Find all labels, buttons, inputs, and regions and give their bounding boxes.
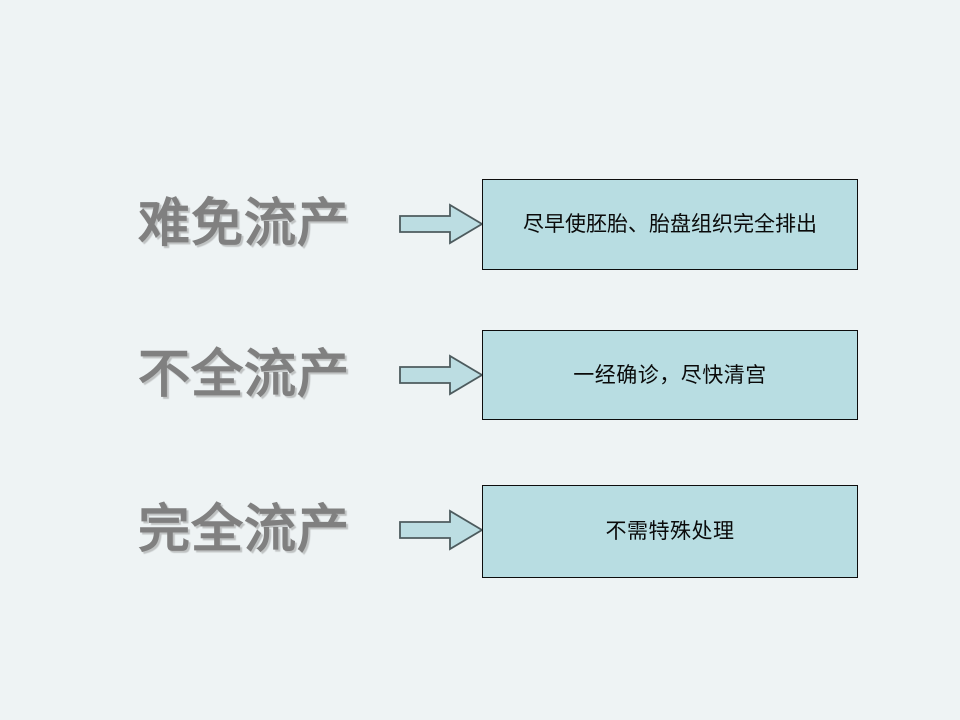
treatment-text-1: 尽早使胚胎、胎盘组织完全排出: [523, 212, 817, 237]
right-arrow-icon-2: [398, 353, 484, 397]
treatment-text-2: 一经确诊，尽快清宫: [573, 362, 767, 387]
flow-row: 完全流产 不需特殊处理: [0, 470, 960, 590]
right-arrow-icon-1: [398, 202, 484, 246]
treatment-box-3: 不需特殊处理: [482, 485, 858, 578]
flow-row: 难免流产 尽早使胚胎、胎盘组织完全排出: [0, 164, 960, 284]
right-arrow-icon-3: [398, 508, 484, 552]
flow-row: 不全流产 一经确诊，尽快清宫: [0, 315, 960, 435]
treatment-box-1: 尽早使胚胎、胎盘组织完全排出: [482, 179, 858, 270]
category-label-3: 完全流产: [138, 500, 351, 560]
treatment-box-2: 一经确诊，尽快清宫: [482, 330, 858, 420]
category-label-2: 不全流产: [138, 345, 351, 405]
treatment-text-3: 不需特殊处理: [605, 519, 735, 544]
category-label-1: 难免流产: [138, 194, 351, 254]
